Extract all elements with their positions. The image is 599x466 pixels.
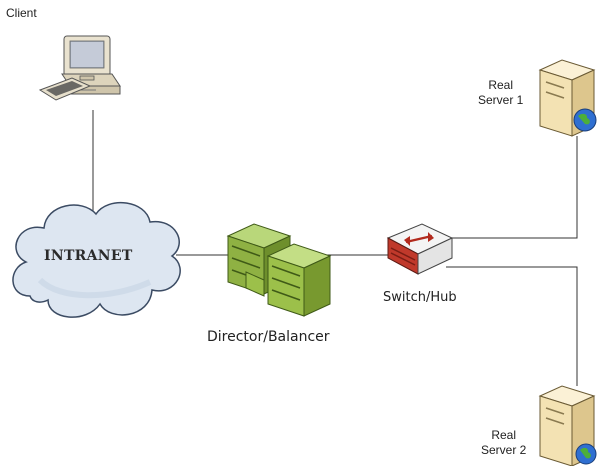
real-server-1-label-line1: Real [488, 78, 514, 92]
real-server-2-label-line1: Real [491, 428, 517, 442]
real-server-2-label: Real Server 2 [481, 428, 526, 458]
real-server-1-label: Real Server 1 [478, 78, 523, 108]
director-label: Director/Balancer [207, 329, 330, 345]
link-switch-realserver1 [446, 136, 578, 239]
web-server-icon [538, 59, 597, 137]
network-switch-icon [386, 223, 454, 275]
web-server-icon [538, 385, 597, 466]
cloud-icon [12, 201, 181, 318]
client-label: Client [6, 6, 37, 20]
link-switch-realserver2 [446, 266, 578, 386]
intranet-label: INTRANET [44, 248, 133, 264]
connections [92, 110, 578, 386]
server-cluster-icon [226, 223, 332, 317]
desktop-computer-icon [38, 35, 121, 101]
switch-label: Switch/Hub [383, 290, 457, 305]
real-server-2-label-line2: Server 2 [481, 443, 527, 457]
real-server-1-label-line2: Server 1 [478, 93, 524, 107]
